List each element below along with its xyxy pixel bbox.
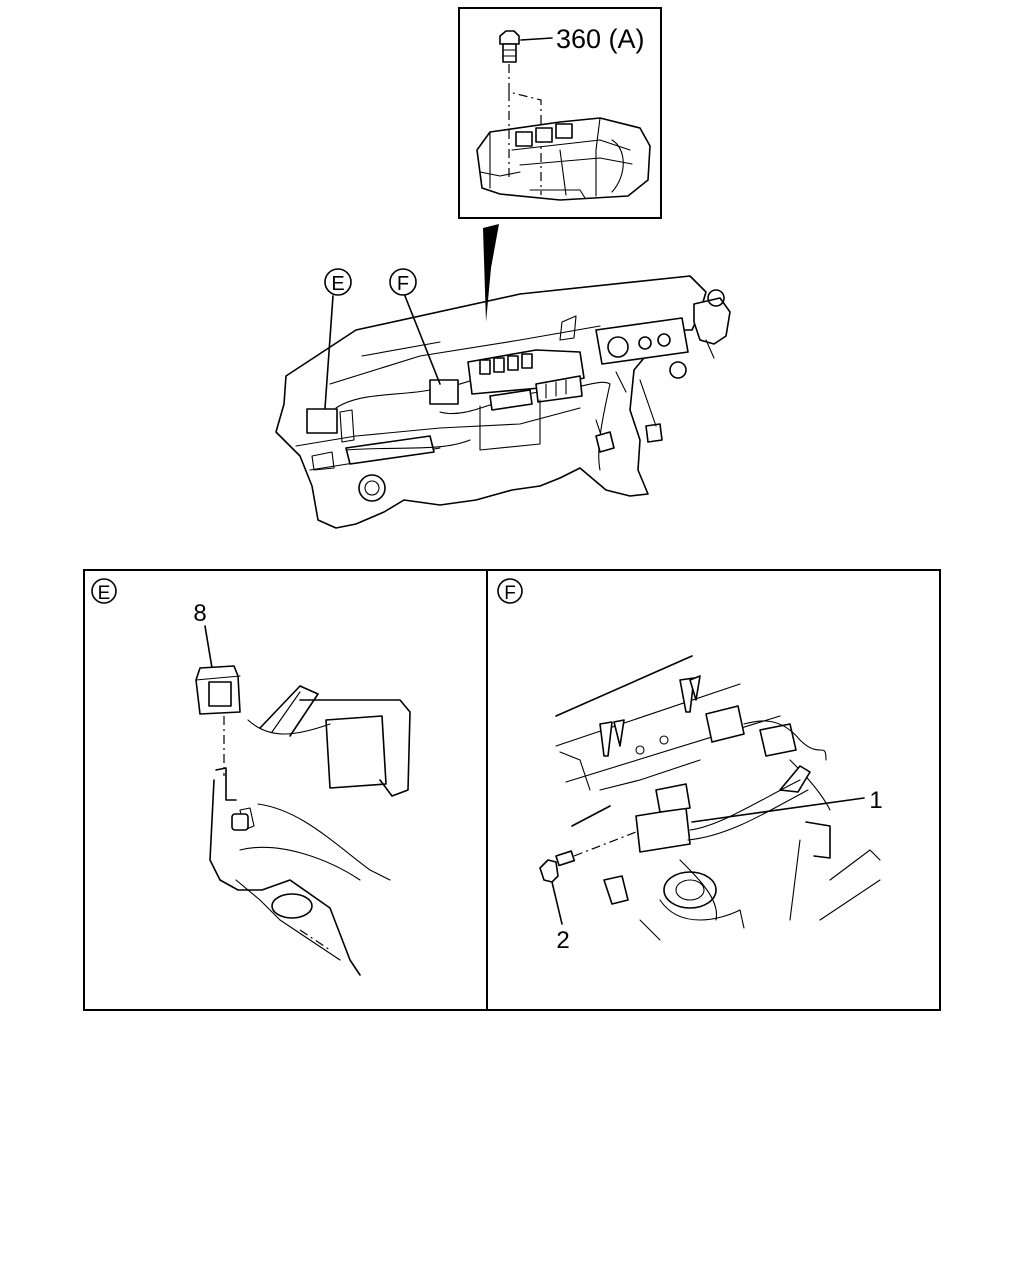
marker-f-label: F <box>397 273 409 295</box>
left-module-box <box>306 408 338 434</box>
panel-e-frame <box>83 569 488 1011</box>
part-8-label: 8 <box>193 600 206 627</box>
part-1-label: 1 <box>869 787 882 814</box>
marker-e: E <box>324 268 352 409</box>
marker-e-leader <box>324 295 334 409</box>
marker-f-leader <box>404 295 441 385</box>
guide-line <box>508 64 542 195</box>
inset-detail-a: 360 (A) <box>458 7 662 219</box>
steering-column-circle <box>358 474 386 502</box>
marker-f: F <box>389 268 441 385</box>
bolt-2-guide <box>573 831 637 857</box>
cone-1 <box>599 721 613 757</box>
inset-pointer <box>483 224 499 322</box>
callout-leader <box>520 37 553 41</box>
inset-frame <box>458 7 662 219</box>
dashboard-overview <box>275 275 731 529</box>
panel-f-frame <box>486 569 941 1011</box>
bolt-icon <box>499 30 520 63</box>
panel-f: F 1 <box>486 569 941 1011</box>
relay-block-drawing <box>476 117 651 201</box>
part-2-label: 2 <box>556 927 569 954</box>
panel-f-letter: F <box>504 583 516 604</box>
relay-1-icon <box>635 783 691 853</box>
callout-label: 360 (A) <box>556 24 645 54</box>
instrument-panel <box>595 317 689 365</box>
panel-e-letter: E <box>98 583 111 604</box>
module-8-icon <box>195 665 241 715</box>
marker-e-label: E <box>331 273 344 295</box>
part-8-leader <box>204 625 213 669</box>
relay-f-box <box>429 379 459 405</box>
part-2-leader <box>551 881 563 925</box>
panel-e: E 8 <box>83 569 488 1011</box>
part-1-leader <box>691 797 865 823</box>
bolt-2-icon <box>539 850 576 883</box>
